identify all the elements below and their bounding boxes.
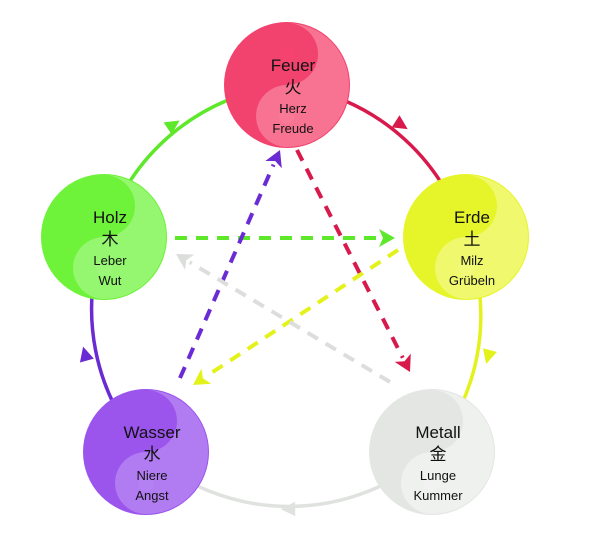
- yin-yang-dot: [96, 198, 112, 214]
- element-organ: Herz: [279, 101, 306, 116]
- element-character: 木: [102, 230, 119, 250]
- element-nodes: Feuer火HerzFreudeErde土MilzGrübelnMetall金L…: [41, 22, 529, 515]
- element-organ: Niere: [136, 468, 167, 483]
- controlling-line-metall-holz: [188, 260, 392, 384]
- controlling-line-wasser-feuer: [178, 163, 276, 379]
- controlling-line-erde-wasser: [205, 248, 400, 378]
- controlling-arrowhead-icon: [193, 368, 212, 385]
- element-emotion: Wut: [99, 273, 122, 288]
- yin-yang-dot: [279, 46, 295, 62]
- controlling-arrowhead-icon: [265, 150, 282, 169]
- element-character: 火: [285, 78, 302, 98]
- element-character: 土: [464, 230, 481, 250]
- element-name: Wasser: [124, 423, 181, 442]
- element-organ: Leber: [93, 253, 127, 268]
- yin-yang-dot: [424, 413, 440, 429]
- element-name: Metall: [415, 423, 460, 442]
- element-emotion: Freude: [272, 121, 313, 136]
- element-name: Erde: [454, 208, 490, 227]
- element-emotion: Grübeln: [449, 273, 495, 288]
- generating-arrowhead-icon: [79, 346, 94, 363]
- yin-yang-dot: [96, 260, 112, 276]
- yin-yang-dot: [458, 198, 474, 214]
- controlling-cycle-arrows: [175, 149, 411, 385]
- element-emotion: Angst: [135, 488, 169, 503]
- yin-yang-dot: [279, 108, 295, 124]
- yin-yang-dot: [424, 475, 440, 491]
- generating-arrowhead-icon: [163, 120, 180, 135]
- controlling-arrowhead-icon: [394, 353, 411, 372]
- element-emotion: Kummer: [413, 488, 463, 503]
- controlling-arrowhead-icon: [379, 229, 395, 247]
- element-character: 水: [144, 445, 161, 465]
- yin-yang-dot: [138, 475, 154, 491]
- element-name: Holz: [93, 208, 127, 227]
- generating-arrowhead-icon: [483, 348, 497, 365]
- element-organ: Lunge: [420, 468, 456, 483]
- element-organ: Milz: [460, 253, 483, 268]
- yin-yang-dot: [458, 260, 474, 276]
- generating-arrowhead-icon: [391, 115, 408, 130]
- controlling-line-feuer-metall: [295, 149, 405, 359]
- yin-yang-dot: [138, 413, 154, 429]
- generating-arrowhead-icon: [280, 501, 296, 517]
- element-character: 金: [430, 445, 447, 465]
- controlling-arrowhead-icon: [176, 254, 195, 270]
- element-name: Feuer: [271, 56, 316, 75]
